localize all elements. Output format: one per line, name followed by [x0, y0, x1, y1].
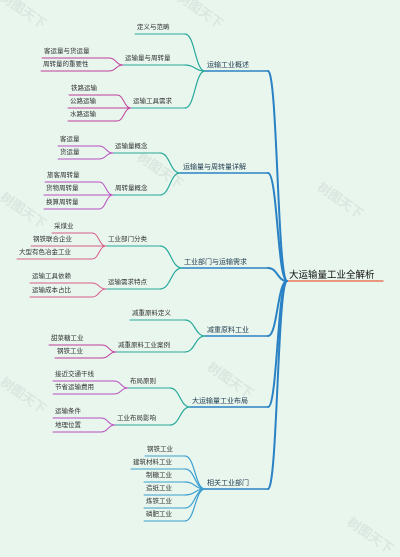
subtopic-connector [159, 152, 181, 174]
leaf-topic[interactable]: 周转量的重要性 [43, 61, 89, 68]
leaf-connector [91, 232, 107, 247]
leaf-topic[interactable]: 甜菜糖工业 [51, 335, 84, 342]
branch-topic[interactable]: 运输量与周转量详解 [183, 164, 246, 171]
leaf-topic[interactable]: 钢铁工业 [57, 348, 83, 355]
subtopic[interactable]: 运输需求特点 [108, 279, 147, 286]
leaf-topic[interactable]: 水路运输 [70, 111, 96, 118]
leaf-topic[interactable]: 钢铁工业 [147, 446, 173, 453]
leaf-topic[interactable]: 货运量 [60, 149, 80, 156]
leaf-connector [108, 57, 124, 66]
leaf-topic[interactable]: 铁路运输 [71, 85, 97, 92]
leaf-topic[interactable]: 地理位置 [55, 422, 81, 429]
subtopic-connector [169, 406, 191, 426]
subtopic-connector [184, 64, 206, 72]
subtopic-connector [159, 267, 183, 290]
leaf-topic[interactable]: 接近交通干线 [55, 371, 94, 378]
branch-topic[interactable]: 运输工业概述 [207, 62, 249, 69]
leaf-topic[interactable]: 客运量 [60, 136, 80, 143]
subtopic[interactable]: 减重原料定义 [132, 310, 171, 317]
leaf-connector [98, 152, 114, 160]
subtopic-connector [159, 172, 181, 196]
leaf-connector [113, 380, 129, 389]
leaf-topic[interactable]: 采煤业 [54, 223, 74, 230]
mind-map-lines [16, 33, 384, 522]
leaf-topic[interactable]: 运输成本占比 [32, 287, 71, 294]
branch-topic[interactable]: 工业部门与运输需求 [184, 259, 247, 266]
leaf-topic[interactable]: 运输工具依赖 [32, 273, 71, 280]
leaf-topic[interactable]: 钢铁联合企业 [33, 236, 72, 243]
leaf-topic[interactable]: 客运量与货运量 [44, 48, 90, 55]
leaf-topic[interactable]: 炼铁工业 [146, 498, 172, 505]
branch-topic[interactable]: 相关工业部门 [207, 480, 249, 487]
leaf-topic[interactable]: 节省运输费用 [55, 384, 94, 391]
subtopic[interactable]: 工业部门分类 [108, 236, 147, 243]
subtopic[interactable]: 周转量概念 [115, 185, 148, 192]
leaf-connector [108, 64, 124, 72]
leaf-topic[interactable]: 造纸工业 [146, 485, 172, 492]
branch-topic[interactable]: 大运输量工业布局 [192, 398, 248, 405]
leaf-connector [100, 417, 116, 426]
subtopic-connector [184, 319, 206, 337]
leaf-connector [116, 94, 132, 109]
leaf-topic[interactable]: 磷肥工业 [146, 511, 172, 518]
subtopic[interactable]: 运输工具需求 [133, 98, 172, 105]
leaf-connector [100, 424, 116, 433]
leaf-connector [101, 344, 117, 353]
branch-connector [267, 280, 288, 490]
leaf-connector [98, 181, 114, 196]
root-topic[interactable]: 大运输量工业全解析 [289, 270, 375, 281]
subtopic-connector [184, 70, 206, 109]
leaf-topic[interactable]: 换算周转量 [46, 199, 79, 206]
subtopic[interactable]: 运输量概念 [115, 143, 148, 150]
subtopic-connector [184, 335, 206, 353]
leaf-connector [98, 145, 114, 154]
subtopic-connector [159, 245, 183, 269]
leaf-connector [91, 282, 107, 290]
leaf-connector [98, 194, 114, 210]
subtopic[interactable]: 减重原料工业案例 [118, 342, 170, 349]
branch-topic[interactable]: 减重原料工业 [207, 327, 249, 334]
leaf-topic[interactable]: 公路运输 [70, 98, 96, 105]
leaf-connector [91, 288, 107, 298]
leaf-connector [91, 245, 107, 260]
subtopic-connector [184, 488, 206, 522]
leaf-topic[interactable]: 建筑材料工业 [133, 459, 172, 466]
branch-connector [267, 267, 288, 282]
leaf-topic[interactable]: 旅客周转量 [47, 172, 80, 179]
leaf-topic[interactable]: 货物周转量 [46, 185, 79, 192]
leaf-topic[interactable]: 大型有色冶金工业 [19, 249, 71, 256]
subtopic-connector [169, 387, 191, 408]
subtopic-connector [184, 455, 206, 490]
subtopic[interactable]: 运输量与周转量 [125, 55, 171, 62]
subtopic[interactable]: 布局原则 [130, 378, 156, 385]
subtopic[interactable]: 定义与范畴 [137, 24, 170, 31]
leaf-topic[interactable]: 制糖工业 [146, 472, 172, 479]
leaf-topic[interactable]: 运输条件 [55, 408, 81, 415]
subtopic-connector [184, 33, 206, 72]
leaf-connector [116, 107, 132, 122]
leaf-connector [101, 351, 117, 359]
branch-connector [267, 172, 288, 282]
leaf-connector [113, 387, 129, 395]
subtopic[interactable]: 工业布局影响 [117, 415, 156, 422]
